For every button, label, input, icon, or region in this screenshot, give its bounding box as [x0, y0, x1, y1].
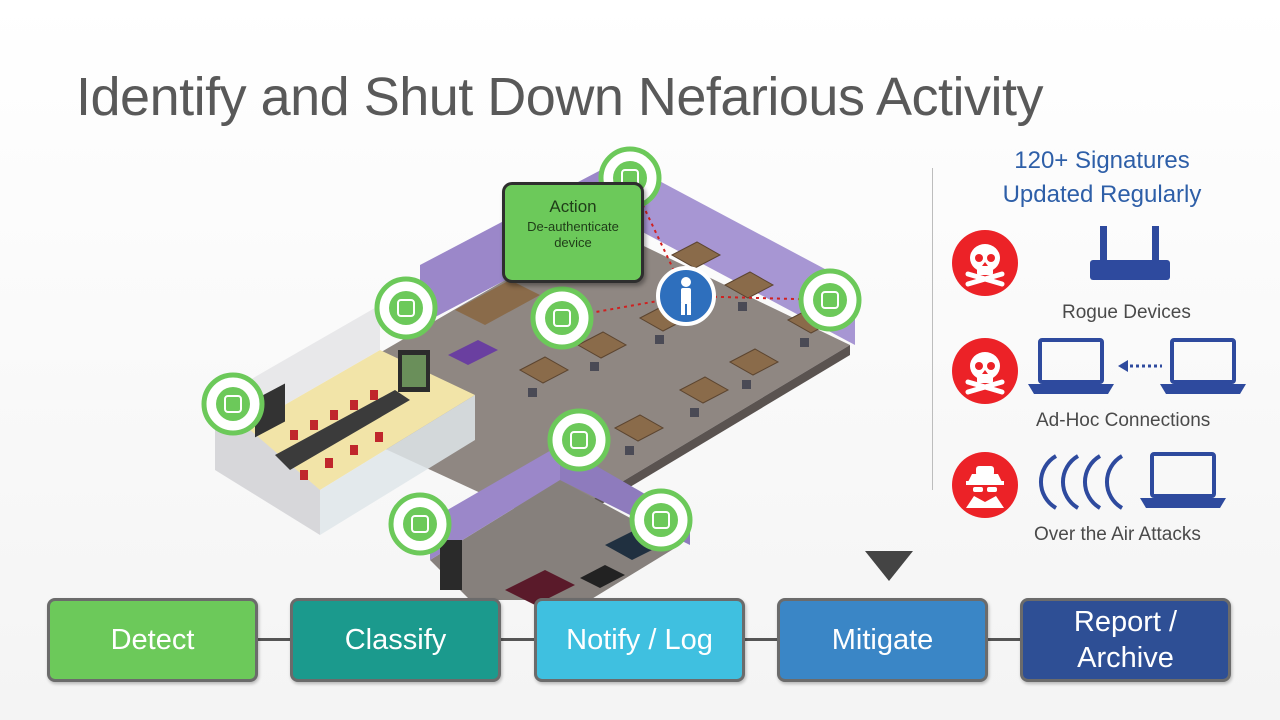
wall-conference-glass	[320, 395, 475, 535]
stage-notify-log: Notify / Log	[534, 598, 745, 682]
signatures-heading-line1: 120+ Signatures	[1014, 147, 1190, 174]
stage-mitigate: Mitigate	[777, 598, 988, 682]
signatures-heading-line2: Updated Regularly	[1002, 181, 1202, 208]
signatures-heading: 120+ Signatures Updated Regularly	[962, 144, 1242, 212]
access-point-icon	[388, 492, 452, 556]
spy-icon	[952, 452, 1018, 518]
laptop-to-laptop-icon	[1028, 338, 1246, 394]
threat-label-ad-hoc: Ad-Hoc Connections	[1036, 410, 1211, 431]
action-callout: Action De-authenticate device	[502, 182, 644, 283]
slide-title: Identify and Shut Down Nefarious Activit…	[76, 67, 1044, 127]
stage-detect: Detect	[47, 598, 258, 682]
vertical-divider	[932, 168, 933, 490]
floor-lounge	[430, 480, 680, 600]
access-point-icon	[374, 276, 438, 340]
access-points	[201, 146, 862, 556]
wall-back-right	[620, 160, 855, 345]
conference-table	[275, 390, 410, 470]
intruder-person-icon	[656, 266, 716, 326]
skull-crossbones-icon	[952, 230, 1018, 296]
action-title: Action	[549, 197, 597, 216]
conference-chairs	[290, 390, 383, 480]
access-point-icon	[629, 488, 693, 552]
reception-counter	[455, 280, 540, 325]
lounge-rug	[505, 570, 575, 605]
action-subtitle: De-authenticate device	[527, 219, 619, 250]
desk-chairs	[528, 302, 809, 455]
wall-display-image	[402, 355, 426, 387]
active-stage-marker-icon	[865, 551, 913, 581]
access-point-icon	[547, 408, 611, 472]
threat-label-rogue-devices: Rogue Devices	[1062, 302, 1191, 323]
threat-label-over-the-air: Over the Air Attacks	[1034, 524, 1201, 545]
access-point-icon	[798, 268, 862, 332]
bookshelf	[440, 540, 462, 590]
office-floorplan-illustration	[201, 146, 862, 605]
lounge-table	[580, 565, 625, 588]
skull-crossbones-icon	[952, 338, 1018, 404]
purple-sofa	[448, 340, 498, 365]
wall-lounge	[430, 445, 560, 560]
router-icon	[1090, 226, 1170, 280]
stage-classify: Classify	[290, 598, 501, 682]
stage-report-archive: Report / Archive	[1020, 598, 1231, 682]
access-point-icon	[530, 286, 594, 350]
access-point-icon	[201, 372, 265, 436]
wireless-waves-laptop-icon	[1038, 452, 1226, 510]
